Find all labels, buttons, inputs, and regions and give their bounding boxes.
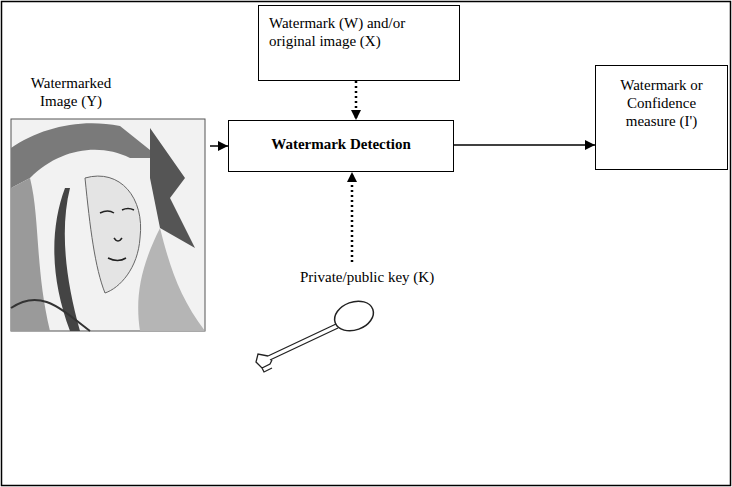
node-label: Watermark or Confidence measure (I') — [602, 76, 721, 130]
solid-arrow — [210, 145, 228, 147]
node-label: Watermark Detection — [237, 135, 445, 153]
dotted-arrow — [355, 81, 358, 120]
process-box: Watermark Detection — [228, 120, 454, 172]
output-box: Watermark or Confidence measure (I') — [595, 65, 728, 170]
node-label: Watermarked Image (Y) — [16, 74, 126, 110]
node-label: Watermark (W) and/or original image (X) — [269, 14, 449, 50]
dotted-arrow — [351, 172, 354, 262]
node-label: Private/public key (K) — [300, 268, 490, 286]
key-icon — [250, 294, 380, 374]
lena-picture — [10, 118, 206, 332]
input-box: Watermark (W) and/or original image (X) — [258, 5, 460, 81]
image-node: Watermarked Image (Y) — [8, 70, 210, 334]
solid-arrow — [454, 144, 595, 146]
key-node: Private/public key (K) — [250, 262, 490, 376]
